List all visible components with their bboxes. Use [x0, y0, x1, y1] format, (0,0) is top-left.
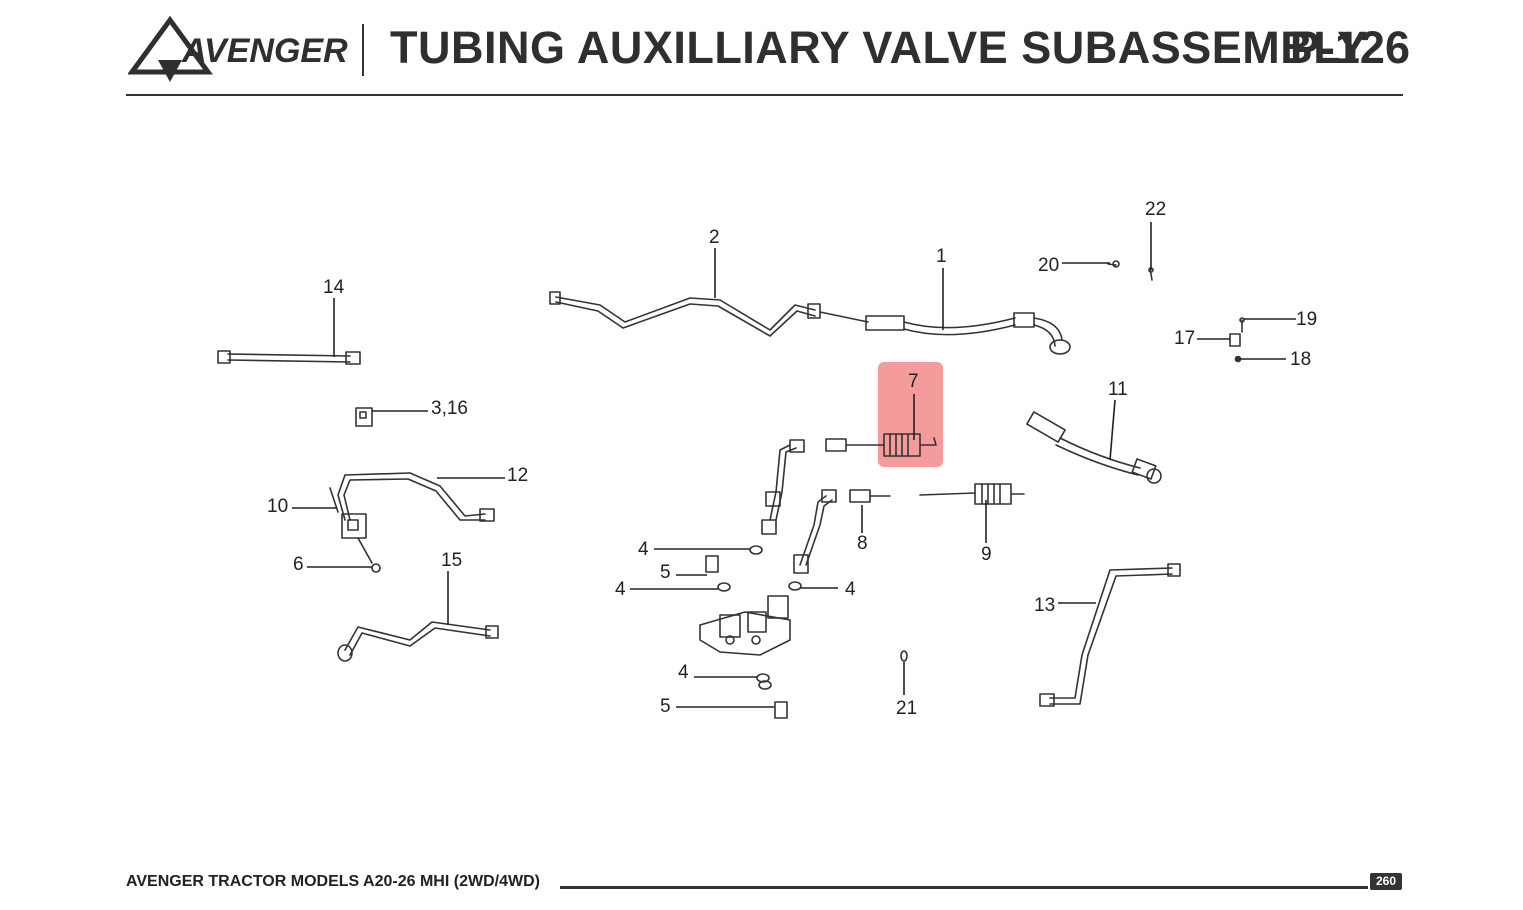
page-code: P-126	[1289, 22, 1410, 73]
callout-18: 18	[1290, 349, 1311, 370]
callout-5-b: 5	[660, 696, 671, 717]
callout-11: 11	[1108, 379, 1128, 400]
callout-4-d: 4	[678, 662, 689, 683]
callout-1: 1	[936, 246, 947, 267]
callout-8: 8	[857, 533, 868, 554]
leader-lines	[292, 222, 1296, 708]
part-8-fitting	[849, 489, 891, 503]
callout-19: 19	[1296, 309, 1317, 330]
washers-and-plugs	[705, 545, 802, 719]
part-9-solenoid	[919, 483, 1025, 505]
callout-10: 10	[267, 496, 288, 517]
part-7-solenoid	[825, 433, 937, 457]
callout-4-b: 4	[615, 579, 626, 600]
page-title: TUBING AUXILLIARY VALVE SUBASSEMBLY	[390, 22, 1368, 73]
part-1-hose	[819, 311, 1071, 355]
callout-12: 12	[507, 465, 528, 486]
callout-21: 21	[896, 698, 917, 719]
part-13-tube	[1039, 563, 1181, 707]
page-number-badge: 260	[1370, 873, 1402, 890]
part-7-highlight	[878, 362, 943, 467]
callout-4-c: 4	[845, 579, 856, 600]
callout-2: 2	[709, 227, 720, 248]
callout-3-16: 3,16	[431, 398, 468, 419]
callout-7: 7	[908, 371, 919, 392]
small-hardware	[900, 260, 1245, 662]
callout-20: 20	[1038, 255, 1059, 276]
callout-15: 15	[441, 550, 462, 571]
footer-model-line: AVENGER TRACTOR MODELS A20-26 MHI (2WD/4…	[126, 873, 540, 890]
valve-body	[699, 595, 791, 656]
callout-17: 17	[1174, 328, 1195, 349]
callout-22: 22	[1145, 199, 1166, 220]
central-valve-tubes	[761, 439, 837, 574]
part-3-16-block	[355, 407, 373, 427]
callout-13: 13	[1034, 595, 1055, 616]
part-14-tube	[217, 350, 361, 365]
part-2-tube	[549, 291, 821, 337]
header-rule	[126, 94, 1403, 96]
callout-5-a: 5	[660, 562, 671, 583]
header-separator	[362, 24, 364, 76]
callout-4-a: 4	[638, 539, 649, 560]
part-12-tube	[337, 472, 495, 522]
brand-wordmark: AVENGER	[181, 32, 348, 70]
callout-9: 9	[981, 544, 992, 565]
footer-rule	[560, 886, 1368, 889]
avenger-logo: AVENGER	[128, 16, 348, 82]
callout-14: 14	[323, 277, 345, 298]
part-10-valve-block	[329, 487, 381, 573]
part-11-hose	[1026, 411, 1162, 484]
callout-6: 6	[293, 554, 304, 575]
part-15-tube	[337, 621, 499, 662]
